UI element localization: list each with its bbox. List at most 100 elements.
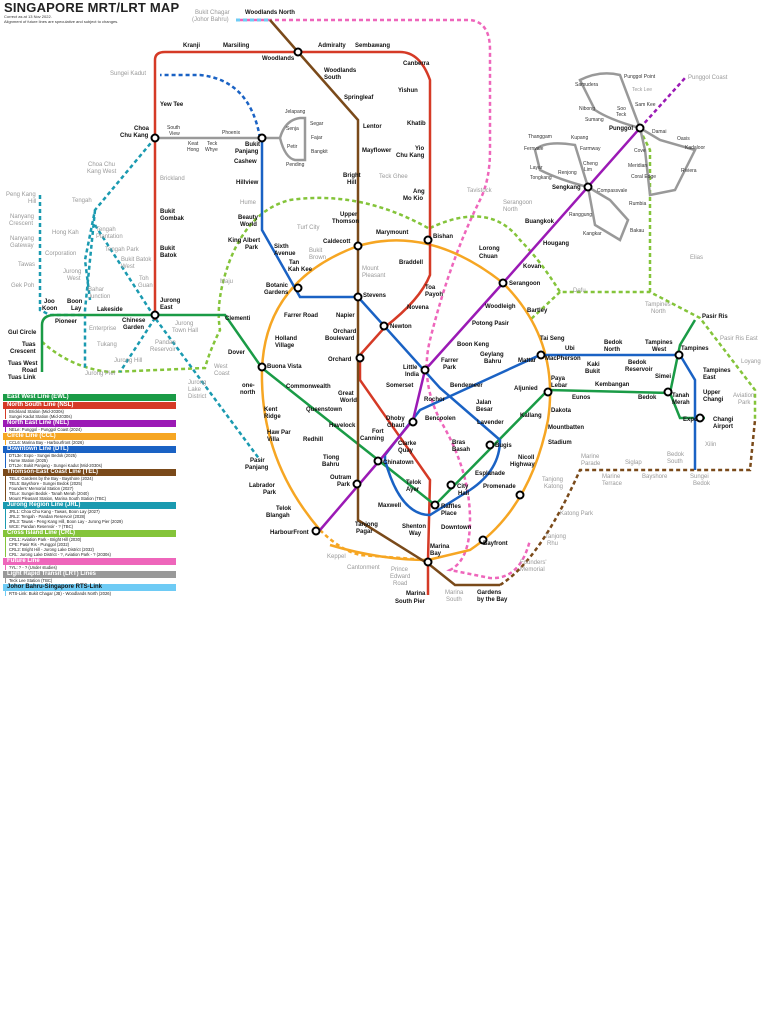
- station-mount-pleasant-2: Pleasant: [362, 273, 386, 279]
- legend-item: TEL5: Bayshore - Sungei Bedok (2025): [9, 481, 83, 486]
- station-lorong-chuan: Lorong: [479, 246, 500, 252]
- tel-future[interactable]: [499, 419, 757, 587]
- station-tanah-merah: Tanah: [672, 393, 690, 399]
- interchange-promenade[interactable]: [515, 490, 525, 500]
- dtl-line[interactable]: [260, 138, 697, 517]
- interchange-punggol[interactable]: [635, 123, 645, 133]
- station-jurong-lake-district: Jurong: [188, 380, 206, 386]
- interchange-orchard[interactable]: [355, 353, 365, 363]
- station-esplanade: Esplanade: [475, 471, 506, 477]
- interchange-paya-lebar[interactable]: [543, 387, 553, 397]
- interchange-raffles-place[interactable]: [430, 500, 440, 510]
- station-tanjong-katong: Tanjong: [542, 477, 563, 483]
- legend-line-details: Teck Lee Station (TBC): [5, 578, 176, 583]
- station-punggol-point: Punggol Point: [624, 74, 656, 80]
- interchange-stevens[interactable]: [353, 292, 363, 302]
- interchange-woodlands[interactable]: [293, 47, 303, 57]
- dtl-ext-line[interactable]: [160, 73, 262, 139]
- station-tengah-plantation-2: Plantation: [96, 234, 123, 240]
- station-soo-teck-2: Teck: [616, 112, 627, 118]
- station-pasir-ris-east: Pasir Ris East: [720, 336, 758, 342]
- ccl-dashed[interactable]: [319, 529, 429, 562]
- interchange-caldecott[interactable]: [353, 241, 363, 251]
- station-napier: Napier: [336, 313, 355, 319]
- station-bedok-south: Bedok: [667, 452, 685, 458]
- station-tengah: Tengah: [72, 198, 92, 204]
- station-sengkang: Sengkang: [552, 185, 581, 191]
- jrl-line[interactable]: [38, 137, 262, 461]
- pglrt-line[interactable]: [578, 72, 697, 197]
- interchange-bishan[interactable]: [423, 235, 433, 245]
- interchange-choa-chu-kang[interactable]: [150, 133, 160, 143]
- interchange-jurong-east[interactable]: [150, 310, 160, 320]
- station-queenstown: Queenstown: [306, 407, 342, 413]
- station-west-coast-2: Coast: [214, 371, 230, 377]
- station-damai: Damai: [652, 129, 666, 135]
- nel-line[interactable]: [319, 127, 641, 531]
- interchange-buona-vista[interactable]: [257, 362, 267, 372]
- legend-item: JRL3: Tawas - Peng Kang Hill, Boon Lay -…: [9, 519, 123, 524]
- legend-line-details: RTS-Link: Bukit Chagar (JB) - Woodlands …: [5, 591, 176, 596]
- interchange-macpherson[interactable]: [536, 350, 546, 360]
- station-raffles-place: Raffles: [441, 504, 462, 510]
- interchange-dhoby-ghaut[interactable]: [408, 417, 418, 427]
- interchange-expo[interactable]: [695, 413, 705, 423]
- interchange-city-hall[interactable]: [446, 480, 456, 490]
- station-katong-park: Katong Park: [560, 511, 594, 517]
- legend-item: DTL3e: Expo - Sungei Bedok (2025): [9, 453, 77, 458]
- station-bukit-panjang-2: Panjang: [235, 149, 259, 155]
- interchange-marina-bay[interactable]: [423, 557, 433, 567]
- station-coral-edge: Coral Edge: [631, 174, 656, 180]
- station-woodlands-north: Woodlands North: [245, 10, 295, 16]
- station-senja: Senja: [286, 126, 299, 132]
- station-tanjong-katong-2: Katong: [544, 484, 563, 490]
- station-outram-park-2: Park: [337, 482, 351, 488]
- station-peng-kang-hill-2: Hill: [28, 199, 36, 205]
- station-prince-edward-road-2: Edward: [390, 574, 410, 580]
- interchange-tanah-merah[interactable]: [663, 387, 673, 397]
- interchange-botanic-gardens[interactable]: [293, 283, 303, 293]
- interchange-sengkang[interactable]: [583, 182, 593, 192]
- station-clarke-quay-2: Quay: [398, 448, 414, 454]
- ccl-line[interactable]: [260, 239, 552, 562]
- legend-item: RTS-Link: Bukit Chagar (JB) - Woodlands …: [9, 591, 112, 596]
- station-chinese-garden-2: Garden: [123, 325, 144, 331]
- station-jurong-town-hall-2: Town Hall: [172, 328, 198, 334]
- interchange-outram-park[interactable]: [352, 479, 362, 489]
- nel-ext[interactable]: [639, 77, 686, 129]
- interchange-newton[interactable]: [379, 321, 389, 331]
- interchange-serangoon[interactable]: [498, 278, 508, 288]
- interchange-little-india[interactable]: [420, 365, 430, 375]
- interchange-chinatown[interactable]: [373, 456, 383, 466]
- nsl-line[interactable]: [153, 50, 432, 595]
- legend-item: CRL2: Bright Hill - Jurong Lake District…: [9, 547, 94, 552]
- station-aviation-park-2: Park: [738, 400, 751, 406]
- station-enterprise: Enterprise: [89, 326, 117, 332]
- station-eunos: Eunos: [572, 395, 591, 401]
- legend-item: WCE: Pandan Reservoir - ? (TBC): [9, 524, 73, 529]
- station-bedok-north: Bedok: [604, 340, 623, 346]
- bplrt-line[interactable]: [155, 116, 307, 162]
- interchange-bugis[interactable]: [485, 440, 495, 450]
- interchange-bayfront[interactable]: [478, 535, 488, 545]
- station-nanyang-crescent: Nanyang: [10, 214, 34, 220]
- legend-item: CCL6: Marina Bay - Harbourfront (2026): [9, 440, 84, 445]
- interchange-harbourfront[interactable]: [311, 526, 321, 536]
- subtitle-note: Alignment of future lines are speculativ…: [4, 19, 119, 24]
- crl-line[interactable]: [39, 129, 757, 420]
- station-brickland: Brickland: [160, 176, 185, 182]
- mrt-map[interactable]: Woodlands North Bukit Chagar (Johor Bahr…: [0, 0, 768, 620]
- tel-line[interactable]: [269, 19, 500, 587]
- station-pending: Pending: [286, 162, 305, 168]
- station-tampines: Tampines: [681, 346, 709, 352]
- interchange-bukit-panjang[interactable]: [257, 133, 267, 143]
- sklrt-line[interactable]: [533, 142, 630, 242]
- interchange-tampines[interactable]: [674, 350, 684, 360]
- station-expo: Expo: [683, 417, 698, 423]
- station-upper-changi: Upper: [703, 390, 721, 396]
- station-kupang: Kupang: [571, 135, 588, 141]
- station-mattar: Mattar: [518, 358, 537, 364]
- station-paya-lebar: Paya: [551, 376, 566, 382]
- station-tiong-bahru: Tiong: [323, 455, 340, 461]
- legend-item: CRL: Jurong Lake District - ?, Aviation …: [9, 552, 111, 557]
